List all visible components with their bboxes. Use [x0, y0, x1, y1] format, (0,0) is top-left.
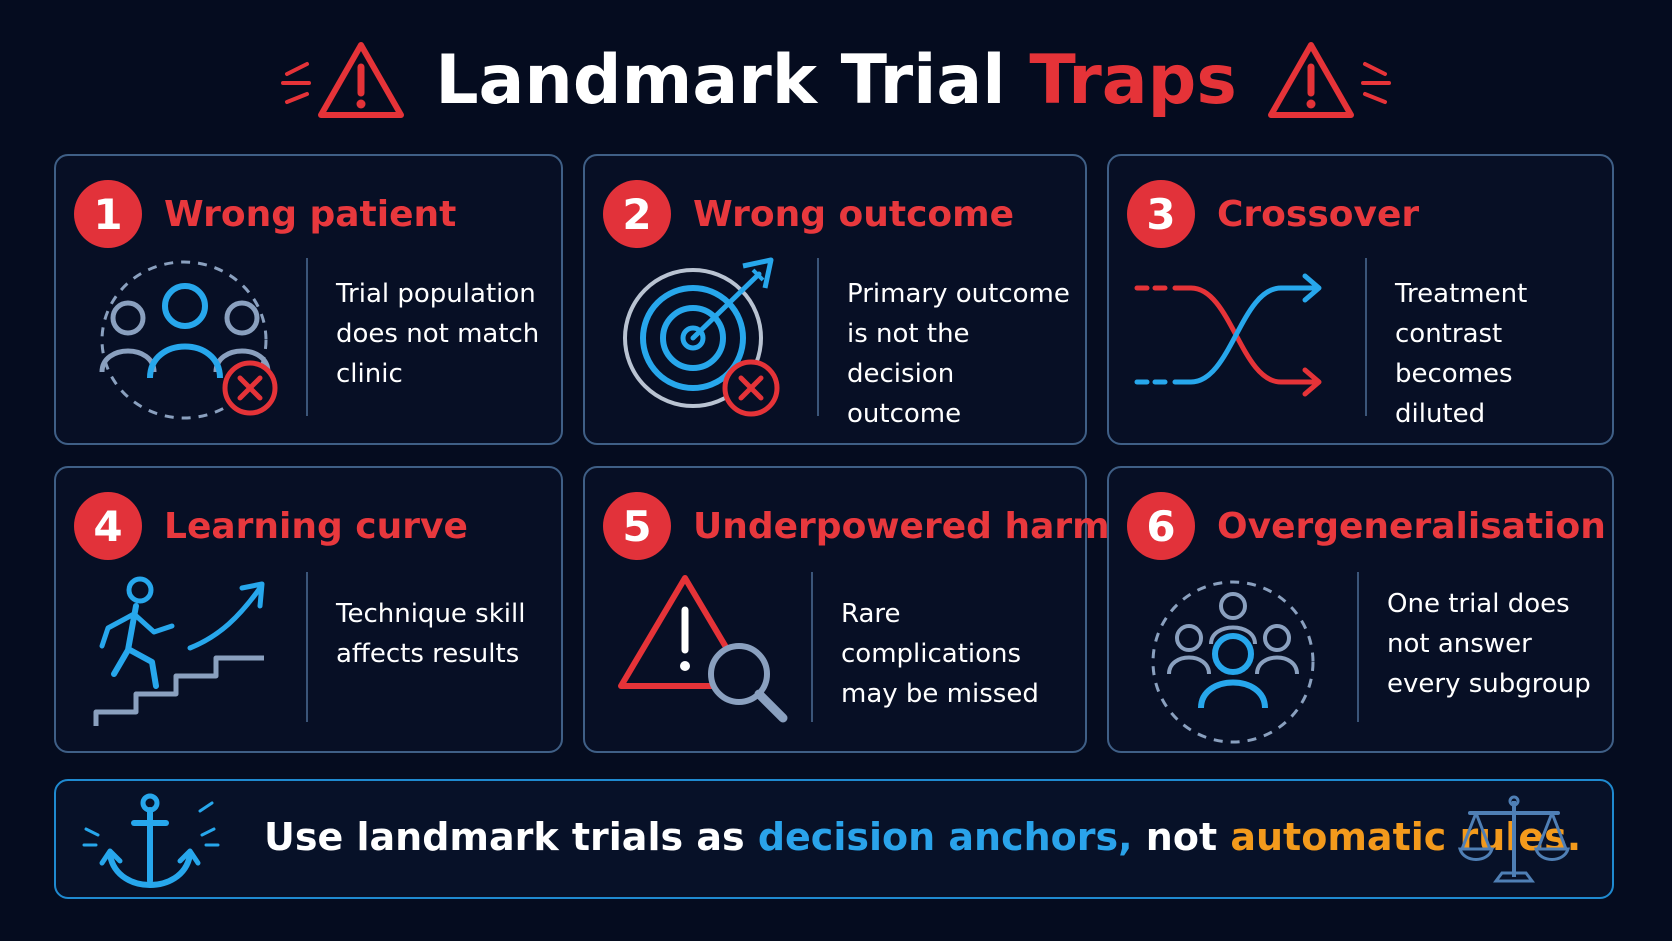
- card-title: Learning curve: [164, 505, 468, 547]
- card-divider: [1357, 572, 1359, 722]
- title-main: Landmark Trial: [435, 40, 1006, 120]
- card-header: 2 Wrong outcome: [603, 180, 1014, 248]
- footer-text-highlight-orange: automatic rules.: [1230, 815, 1582, 859]
- population-mismatch-icon: [99, 260, 278, 420]
- card-header: 3 Crossover: [1127, 180, 1419, 248]
- title-row: Landmark Trial Traps: [0, 30, 1672, 130]
- card-description: Primary outcome is not the decision outc…: [847, 279, 1070, 429]
- card-divider: [817, 258, 819, 416]
- card-title: Overgeneralisation: [1217, 505, 1606, 547]
- alert-rays-right-icon: [1360, 62, 1391, 104]
- card-underpowered-harms: 5 Underpowered harms Rare complications …: [583, 466, 1131, 753]
- card-number-badge: 5: [603, 492, 671, 560]
- footer-banner: Use landmark trials as decision anchors,…: [54, 779, 1614, 899]
- card-learning-curve: 4 Learning curve Technique skill affects…: [54, 466, 563, 753]
- card-title: Underpowered harms: [693, 505, 1132, 547]
- card-number-badge: 4: [74, 492, 142, 560]
- warning-magnifier-icon: [618, 575, 788, 723]
- footer-message: Use landmark trials as decision anchors,…: [264, 815, 1581, 859]
- card-header: 1 Wrong patient: [74, 180, 456, 248]
- card-description: One trial does not answer every subgroup: [1387, 589, 1591, 699]
- card-number-badge: 2: [603, 180, 671, 248]
- card-divider: [306, 572, 308, 722]
- alert-rays-left-icon: [281, 62, 312, 104]
- card-wrong-patient: 1 Wrong patient Trial population does no…: [54, 154, 563, 445]
- card-header: 5 Underpowered harms: [603, 492, 1131, 560]
- card-description: Technique skill affects results: [336, 599, 526, 669]
- card-divider: [306, 258, 308, 416]
- climbing-stairs-icon: [93, 576, 265, 726]
- card-title: Wrong outcome: [693, 193, 1015, 235]
- card-divider: [1365, 258, 1367, 416]
- warning-triangle-icon: [318, 42, 405, 118]
- target-miss-icon: [623, 257, 780, 417]
- footer-text-part1: Use landmark trials as: [264, 815, 745, 859]
- anchor-icon: [82, 793, 220, 889]
- title-warning-right: [1265, 39, 1393, 121]
- page-title: Landmark Trial Traps: [435, 41, 1237, 120]
- card-wrong-outcome: 2 Wrong outcome Primary outcome is not t…: [583, 154, 1087, 445]
- card-number-badge: 3: [1127, 180, 1195, 248]
- card-description: Rare complications may be missed: [841, 599, 1039, 709]
- card-crossover: 3 Crossover Treatment contrast becomes d…: [1107, 154, 1614, 445]
- title-highlight: Traps: [1029, 40, 1237, 120]
- card-divider: [811, 572, 813, 722]
- scales-icon: [1458, 795, 1570, 883]
- card-title: Crossover: [1217, 193, 1420, 235]
- footer-text-highlight-blue: decision anchors,: [757, 815, 1133, 859]
- card-number-badge: 6: [1127, 492, 1195, 560]
- card-title: Wrong patient: [164, 193, 457, 235]
- card-overgeneralisation: 6 Overgeneralisation One trial does not …: [1107, 466, 1614, 753]
- card-header: 4 Learning curve: [74, 492, 468, 560]
- card-number-badge: 1: [74, 180, 142, 248]
- footer-text-part3: not: [1145, 815, 1218, 859]
- title-warning-left: [279, 39, 407, 121]
- card-description: Treatment contrast becomes diluted: [1395, 279, 1528, 429]
- card-header: 6 Overgeneralisation: [1127, 492, 1606, 560]
- warning-triangle-icon: [1267, 42, 1354, 118]
- subgroup-circle-icon: [1151, 580, 1315, 744]
- crossover-arrows-icon: [1134, 273, 1322, 397]
- card-description: Trial population does not match clinic: [336, 279, 540, 389]
